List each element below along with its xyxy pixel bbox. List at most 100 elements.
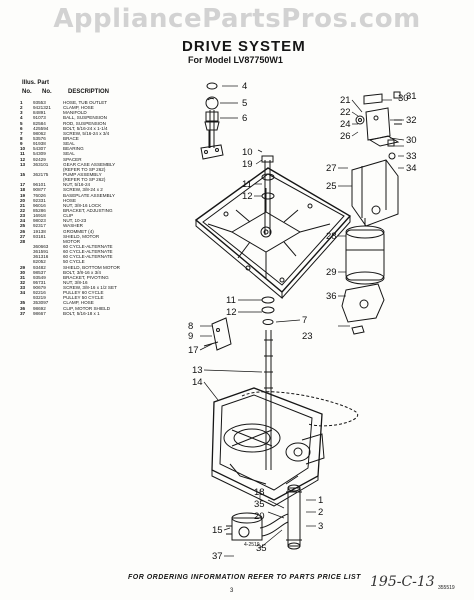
part-ref-number: 6 — [20, 125, 23, 131]
part-number: 85286 — [33, 207, 46, 213]
table-head-line1: Illus. Part — [22, 80, 50, 86]
col-desc-header: DESCRIPTION — [68, 89, 110, 95]
callout-11: 11 — [226, 295, 236, 306]
part-ref-number: 20 — [20, 197, 26, 203]
part-description: (REFER TO SP 262) — [63, 166, 106, 172]
part-number: 90877 — [33, 187, 46, 193]
part-ref-number: 30 — [20, 269, 26, 275]
part-number: 90679 — [33, 285, 46, 291]
part-description: GEAR CASE ASSEMBLY — [63, 161, 116, 167]
part-description: 60 CYCLE-ALTERNATE — [63, 249, 113, 255]
part-number: 54307 — [33, 146, 46, 152]
part-number: 98062 — [33, 130, 46, 136]
callout-12: 12 — [226, 307, 237, 318]
part-description: PULLEY 50 CYCLE — [63, 295, 104, 301]
model-label: For Model LV87750W1 — [188, 55, 283, 65]
callout-6: 6 — [242, 113, 247, 124]
part-description: BEARING — [63, 146, 84, 152]
part-ref-number: 26 — [20, 228, 26, 234]
callout-35: 35 — [256, 543, 267, 554]
callout-4: 4 — [242, 81, 247, 92]
callout-34: 34 — [406, 163, 417, 174]
part-ref-number: 22 — [20, 207, 26, 213]
part-description: SEAL — [63, 141, 75, 147]
part-description: HOSE — [63, 197, 77, 203]
callout-33: 33 — [406, 151, 417, 162]
part-number: 16918 — [33, 213, 46, 219]
callout-12: 12 — [242, 191, 253, 202]
part-ref-number: 17 — [20, 182, 26, 188]
part-ref-number: 11 — [20, 151, 25, 157]
callout-25: 25 — [326, 181, 337, 192]
part-ref-number: 10 — [20, 146, 26, 152]
suspension-bracket — [200, 144, 224, 160]
part-number: 425594 — [33, 125, 49, 131]
part-description: NUT, 10-23 — [63, 218, 87, 224]
part-ref-number: 15 — [20, 171, 26, 177]
part-ref-number: 4 — [20, 115, 23, 121]
part-number: 92317 — [33, 223, 46, 229]
part-description: BASEPLATE ASSEMBLY — [63, 192, 115, 198]
part-ref-number: 25 — [20, 223, 26, 229]
callout-labels: 3045621222426313230333427251019111228293… — [188, 81, 417, 562]
suspension-rod — [204, 110, 220, 148]
gear-case — [211, 387, 325, 507]
part-number: 54309 — [33, 151, 46, 157]
part-number: 98023 — [33, 218, 46, 224]
part-ref-number: 18 — [20, 187, 26, 193]
part-ref-number: 9 — [20, 141, 23, 147]
table-head-line2: No. No. DESCRIPTION — [22, 89, 109, 95]
document-number: 355519 — [438, 585, 455, 591]
part-ref-number: 27 — [20, 233, 26, 239]
part-description: SCREW, 5/16-24 x 3/4 — [63, 130, 110, 136]
part-ref-number: 5 — [20, 120, 23, 126]
part-number: 93482 — [33, 264, 46, 270]
callout-5: 5 — [242, 98, 247, 109]
part-description: CLIP — [63, 213, 74, 219]
callout-29: 29 — [326, 267, 337, 278]
part-ref-number: 12 — [20, 156, 26, 162]
callout-31: 31 — [406, 91, 417, 102]
part-number: 92216 — [33, 290, 46, 296]
part-number: 98667 — [33, 310, 46, 316]
callout-13: 13 — [192, 365, 203, 376]
callout-7: 7 — [302, 315, 307, 326]
center-shaft-upper — [261, 155, 275, 235]
drive-belt — [241, 391, 359, 427]
part-ref-number: 3 — [20, 110, 23, 116]
part-number: 93219 — [33, 295, 46, 301]
table-row: (REFER TO SP 262) — [20, 177, 170, 182]
part-number: 82052 — [33, 259, 46, 265]
callout-19: 19 — [242, 159, 253, 170]
part-number: 91938 — [33, 141, 46, 147]
part-description: MANIFOLD — [63, 110, 87, 116]
part-description: 60 CYCLE-ALTERNATE — [63, 243, 113, 249]
part-description: BOLT, 5/16-18 x 1 — [63, 310, 100, 316]
callout-23: 23 — [302, 331, 313, 342]
table-row: 9 91938 SEAL — [20, 141, 170, 146]
col-part-header: No. — [42, 89, 52, 95]
part-ref-number: 35 — [20, 300, 26, 306]
part-number: 362175 — [33, 171, 49, 177]
callout-10: 10 — [242, 147, 253, 158]
part-ref-number: 8 — [20, 135, 23, 141]
part-ref-number: 21 — [20, 202, 26, 208]
